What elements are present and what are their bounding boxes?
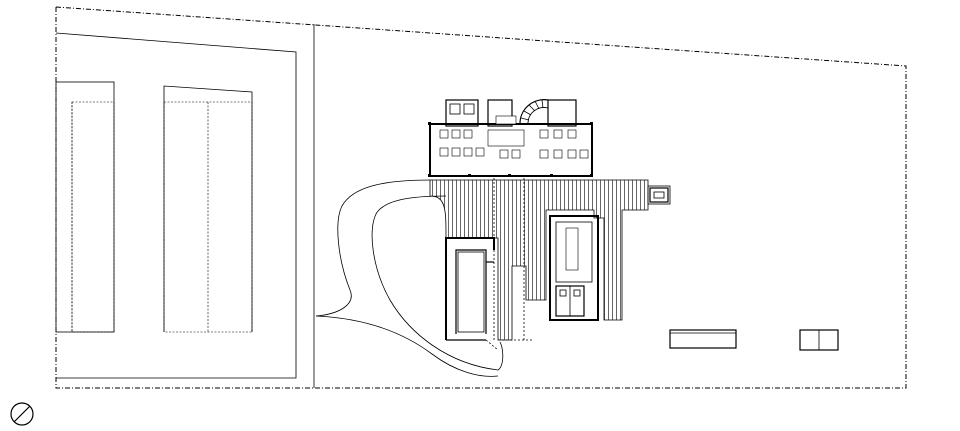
path-markers <box>485 178 532 351</box>
restroom-block <box>555 285 585 317</box>
parking-row-right <box>163 85 253 333</box>
outbuilding-small <box>799 329 839 351</box>
parking-row-left <box>55 81 115 333</box>
access-road <box>315 179 504 377</box>
north-arrow-icon <box>10 402 34 426</box>
main-building <box>428 99 593 177</box>
spiral-stair <box>519 99 549 125</box>
parking-lot <box>55 32 297 379</box>
pavilion-left <box>445 237 495 341</box>
pavilion-right <box>549 215 599 321</box>
outbuilding-long <box>669 329 737 349</box>
jetty-kiosk <box>649 187 669 203</box>
